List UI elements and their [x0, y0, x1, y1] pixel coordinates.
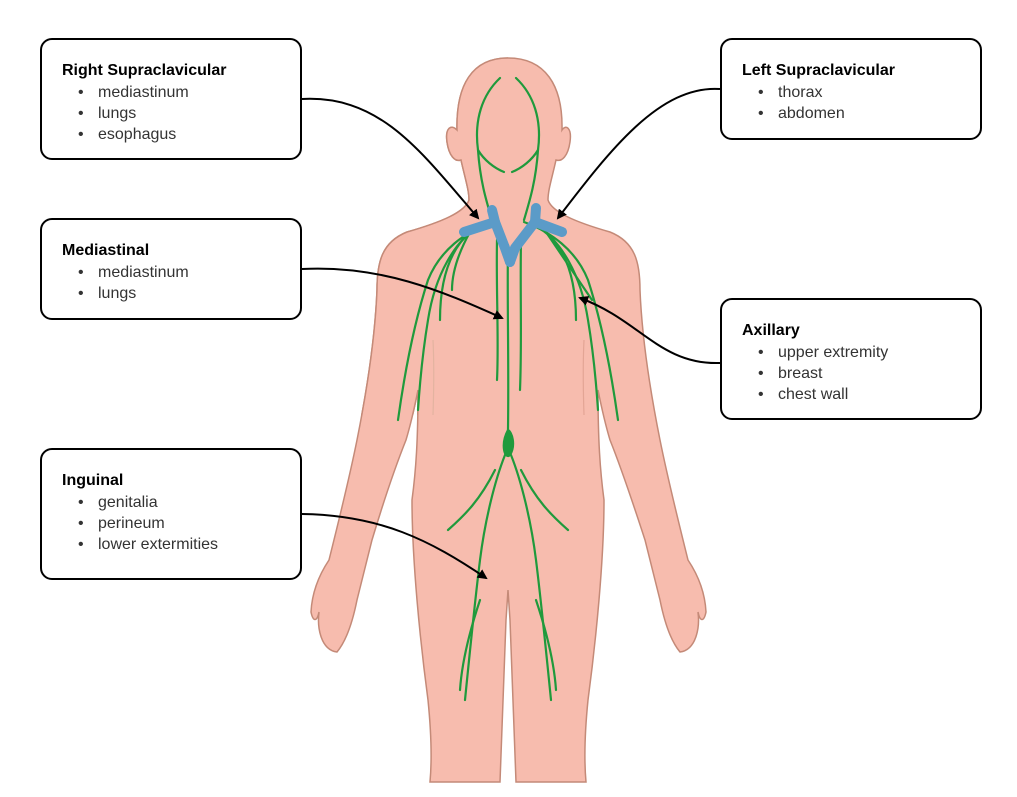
drainage-item: mediastinum: [78, 82, 300, 103]
drainage-list: thorax abdomen: [742, 82, 980, 124]
drainage-item: thorax: [758, 82, 980, 103]
drainage-list: genitalia perineum lower extermities: [62, 492, 300, 555]
arrow-inguinal: [301, 513, 488, 580]
drainage-item: breast: [758, 363, 980, 384]
label-title: Right Supraclavicular: [62, 62, 227, 79]
label-title: Left Supraclavicular: [742, 62, 895, 79]
label-title: Inguinal: [62, 472, 124, 489]
drainage-item: lungs: [78, 283, 300, 304]
drainage-item: esophagus: [78, 124, 300, 145]
label-mediastinal: Mediastinal mediastinum lungs: [40, 218, 302, 320]
drainage-item: chest wall: [758, 384, 980, 405]
drainage-item: perineum: [78, 513, 300, 534]
label-inguinal: Inguinal genitalia perineum lower exterm…: [40, 448, 302, 580]
arrow-left-supraclavicular: [556, 87, 721, 220]
drainage-item: genitalia: [78, 492, 300, 513]
arrow-axillary: [578, 296, 721, 365]
drainage-list: upper extremity breast chest wall: [742, 342, 980, 405]
arrow-right-supraclavicular: [301, 97, 480, 220]
drainage-item: lungs: [78, 103, 300, 124]
label-title: Mediastinal: [62, 242, 150, 259]
callout-arrows: [301, 87, 721, 580]
drainage-item: mediastinum: [78, 262, 300, 283]
subclavian-veins: [459, 203, 567, 267]
label-right-supraclavicular: Right Supraclavicular mediastinum lungs …: [40, 38, 302, 160]
label-axillary: Axillary upper extremity breast chest wa…: [720, 298, 982, 420]
drainage-item: upper extremity: [758, 342, 980, 363]
drainage-item: lower extermities: [78, 534, 300, 555]
label-title: Axillary: [742, 322, 800, 339]
drainage-list: mediastinum lungs: [62, 262, 300, 304]
label-left-supraclavicular: Left Supraclavicular thorax abdomen: [720, 38, 982, 140]
drainage-list: mediastinum lungs esophagus: [62, 82, 300, 145]
arrow-mediastinal: [301, 267, 504, 320]
drainage-item: abdomen: [758, 103, 980, 124]
